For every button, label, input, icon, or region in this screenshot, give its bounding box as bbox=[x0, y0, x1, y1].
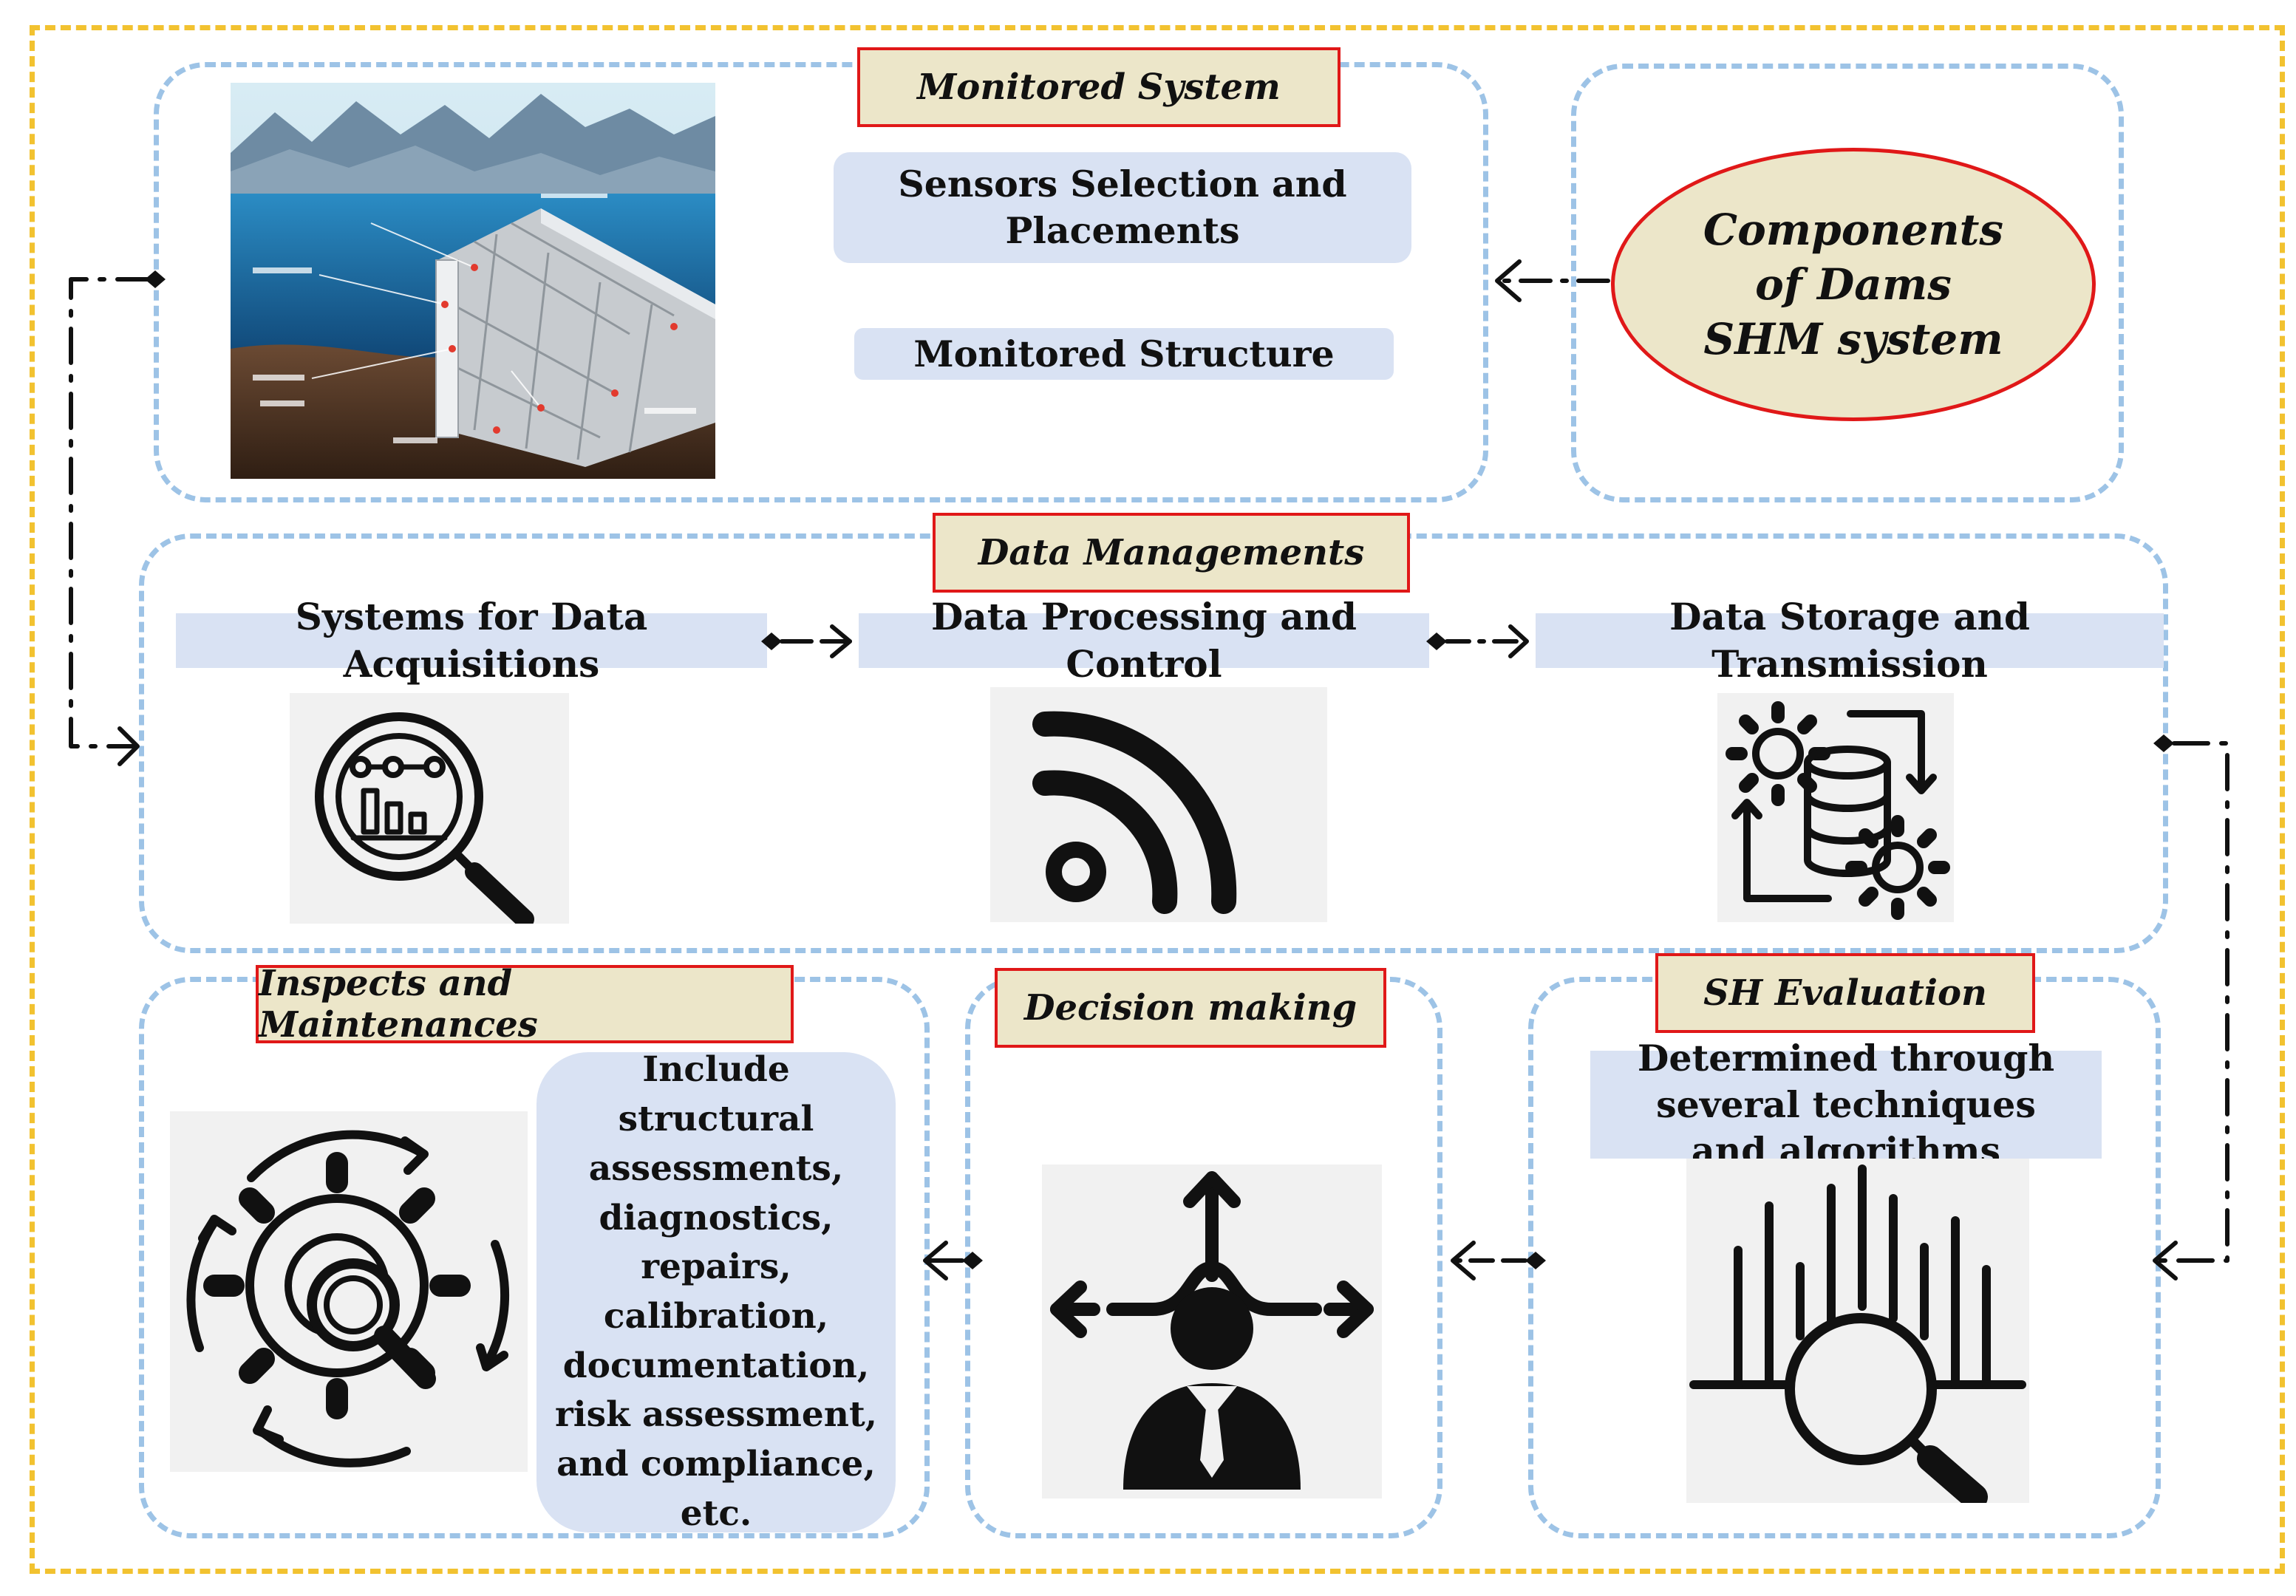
sh-evaluation-title: SH Evaluation bbox=[1655, 953, 2035, 1033]
database-gears-icon bbox=[1726, 701, 1950, 920]
sensors-selection-label: Sensors Selection and Placements bbox=[834, 152, 1411, 263]
decision-title: Decision making bbox=[995, 968, 1386, 1048]
components-ellipse: Components of Dams SHM system bbox=[1611, 148, 2096, 421]
inspects-title: Inspects and Maintenances bbox=[256, 963, 794, 1046]
components-group bbox=[1571, 64, 2124, 502]
outer-frame bbox=[30, 25, 2285, 1574]
monitored-system-title: Monitored System bbox=[857, 47, 1341, 127]
maintenance-gear-magnifier-icon bbox=[186, 1130, 510, 1467]
analytics-magnifier-icon bbox=[315, 712, 534, 924]
wifi-signal-icon bbox=[1032, 711, 1237, 914]
inspects-description: Include structural assessments, diagnost… bbox=[536, 1049, 896, 1534]
analytics-panel bbox=[290, 693, 569, 924]
monitored-structure-label: Monitored Structure bbox=[854, 328, 1394, 380]
dam-illustration bbox=[231, 83, 715, 479]
data-management-title: Data Managements bbox=[933, 513, 1410, 593]
sh-evaluation-description: Determined through several techniques an… bbox=[1590, 1037, 2102, 1172]
decision-person-arrows-icon bbox=[1050, 1171, 1374, 1490]
data-analysis-magnifier-icon bbox=[1689, 1164, 2026, 1503]
